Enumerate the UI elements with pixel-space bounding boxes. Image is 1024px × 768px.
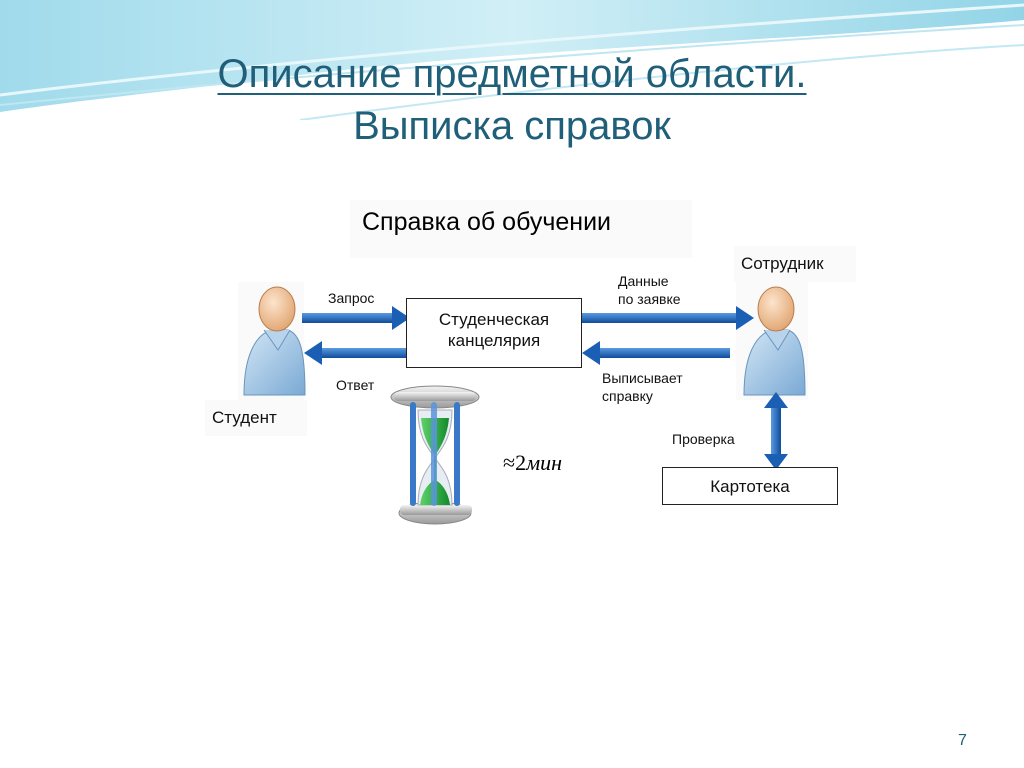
issue-label-2: справку bbox=[602, 388, 653, 404]
student-office-label-1: Студенческая bbox=[438, 310, 550, 329]
issue-arrow bbox=[582, 341, 730, 365]
request-arrow bbox=[302, 306, 410, 330]
student-office-box: Студенческая канцелярия bbox=[406, 298, 582, 368]
page-subtitle-title: Выписка справок bbox=[353, 104, 671, 148]
student-office-label-2: канцелярия bbox=[447, 331, 541, 350]
card-index-box: Картотека bbox=[662, 467, 838, 505]
wave-background bbox=[0, 0, 1024, 120]
employee-label: Сотрудник bbox=[741, 254, 824, 273]
employee-person-icon bbox=[743, 286, 806, 396]
answer-label: Ответ bbox=[336, 377, 375, 393]
student-label: Студент bbox=[212, 408, 277, 427]
issue-label-1: Выписывает bbox=[602, 370, 683, 386]
time-estimate: ≈2мин bbox=[503, 450, 562, 476]
employee-label-bg bbox=[734, 246, 856, 282]
diagram-heading: Справка об обучении bbox=[350, 200, 692, 258]
card-index-label: Картотека bbox=[710, 477, 790, 496]
data-arrow bbox=[582, 306, 754, 330]
student-person-icon bbox=[243, 286, 306, 396]
time-approx: ≈2 bbox=[503, 450, 527, 475]
hourglass-icon bbox=[390, 385, 480, 525]
check-label: Проверка bbox=[672, 431, 735, 447]
page-number: 7 bbox=[958, 732, 967, 749]
data-label-1: Данные bbox=[618, 273, 669, 289]
time-unit: мин bbox=[526, 450, 563, 475]
student-label-bg bbox=[205, 400, 307, 436]
check-arrow bbox=[764, 392, 788, 470]
request-label: Запрос bbox=[328, 290, 375, 306]
data-label-2: по заявке bbox=[618, 291, 681, 307]
answer-arrow bbox=[304, 341, 408, 365]
page-title: Описание предметной области. bbox=[217, 52, 807, 96]
